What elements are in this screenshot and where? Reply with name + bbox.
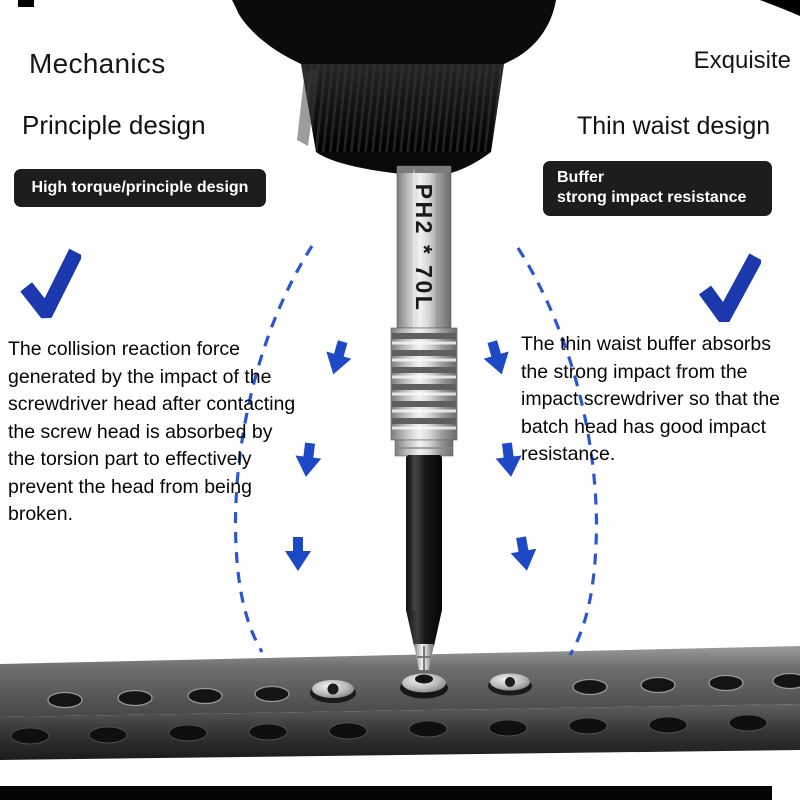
bar-front-holes [10,714,768,745]
feature-badge-left: High torque/principle design [14,169,266,207]
subtitle-thin-waist-design: Thin waist design [577,112,771,140]
section-title-exquisite: Exquisite [693,47,791,74]
feature-badge-right-line1: Buffer [557,169,605,186]
section-title-mechanics: Mechanics [29,48,166,79]
description-left: The collision reaction force generated b… [8,338,296,525]
screws [310,673,532,703]
bottom-border-strip [0,786,772,800]
bit-shaft-and-tip [406,455,442,670]
impact-driver-chuck [232,0,556,174]
feature-badge-right: Buffer strong impact resistance [543,161,772,216]
subtitle-principle-design: Principle design [22,110,206,140]
check-icon [698,250,763,330]
screw-engaged [400,673,448,699]
screw-left [310,680,356,703]
bit-size-label: PH2 * 70L [411,184,437,313]
photo-edge-artifacts [18,0,800,16]
impact-flow-dashes [233,245,599,656]
bit-hex-shank: PH2 * 70L [396,165,452,329]
steel-bar [0,646,800,760]
screw-right [488,673,532,696]
dash-curve-right [516,247,599,656]
check-icon [19,245,83,327]
feature-badge-left-label: High torque/principle design [31,179,249,196]
feature-badge-right-line2: strong impact resistance [557,189,747,206]
bit-torsion-section [390,327,458,457]
description-right: The thin waist buffer absorbs the strong… [521,333,781,465]
dash-curve-left [233,245,314,653]
bar-top-holes [47,672,800,709]
